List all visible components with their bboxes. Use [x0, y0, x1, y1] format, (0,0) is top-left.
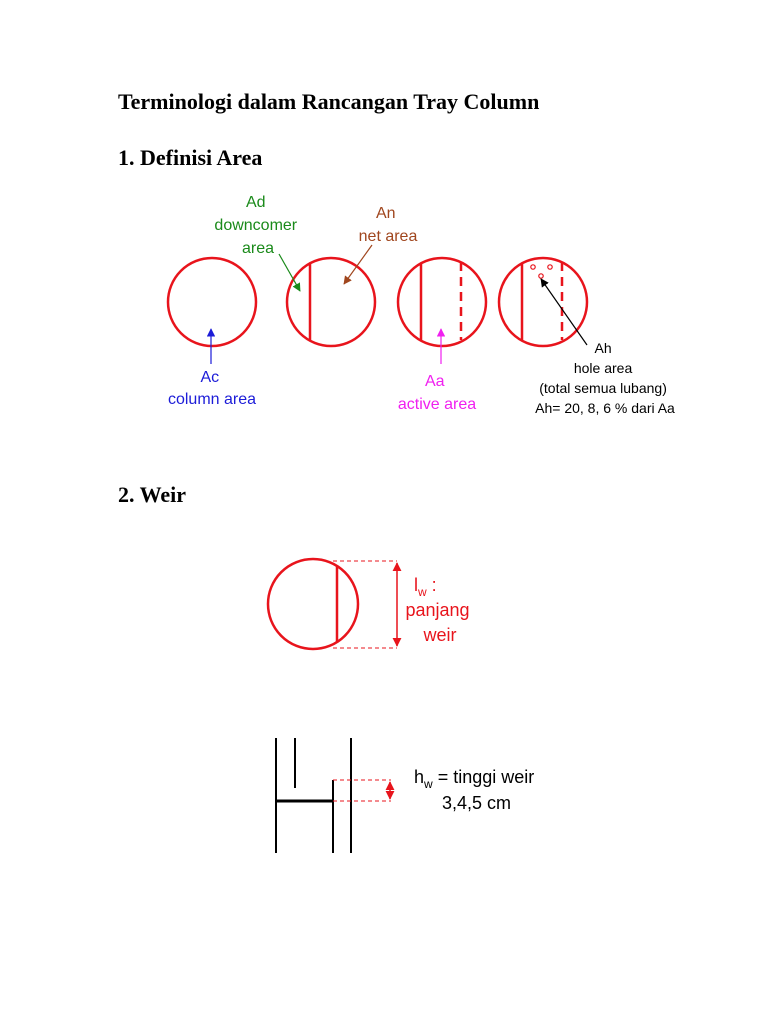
ac-label: Ac column area — [168, 369, 256, 408]
an-label: An net area — [359, 205, 418, 245]
hole-icon — [547, 264, 553, 270]
section-heading-weir: 2. Weir — [118, 482, 187, 507]
hw-label: hw = tinggi weir — [414, 767, 534, 791]
ad-arrow — [278, 253, 301, 292]
lw-label: lw : — [414, 575, 437, 599]
hw-values: 3,4,5 cm — [442, 793, 511, 813]
net-area-circle — [285, 256, 377, 348]
column-area-circle — [166, 256, 258, 348]
active-area-circle — [396, 256, 488, 348]
weir-length-diagram — [266, 557, 402, 651]
ah-arrow — [540, 278, 588, 346]
an-arrow — [343, 244, 373, 285]
hole-icon — [538, 273, 544, 279]
section-heading-area: 1. Definisi Area — [118, 145, 263, 170]
ad-label: Ad downcomer area — [214, 194, 301, 257]
weir-height-diagram — [275, 738, 395, 853]
page-title: Terminologi dalam Rancangan Tray Column — [118, 89, 540, 114]
aa-label: Aa active area — [398, 373, 476, 413]
hole-icon — [530, 264, 536, 270]
ah-label: Ah hole area (total semua lubang) Ah= 20… — [535, 340, 675, 416]
lw-description: panjang weir — [405, 600, 474, 645]
hole-area-circle — [497, 256, 589, 348]
